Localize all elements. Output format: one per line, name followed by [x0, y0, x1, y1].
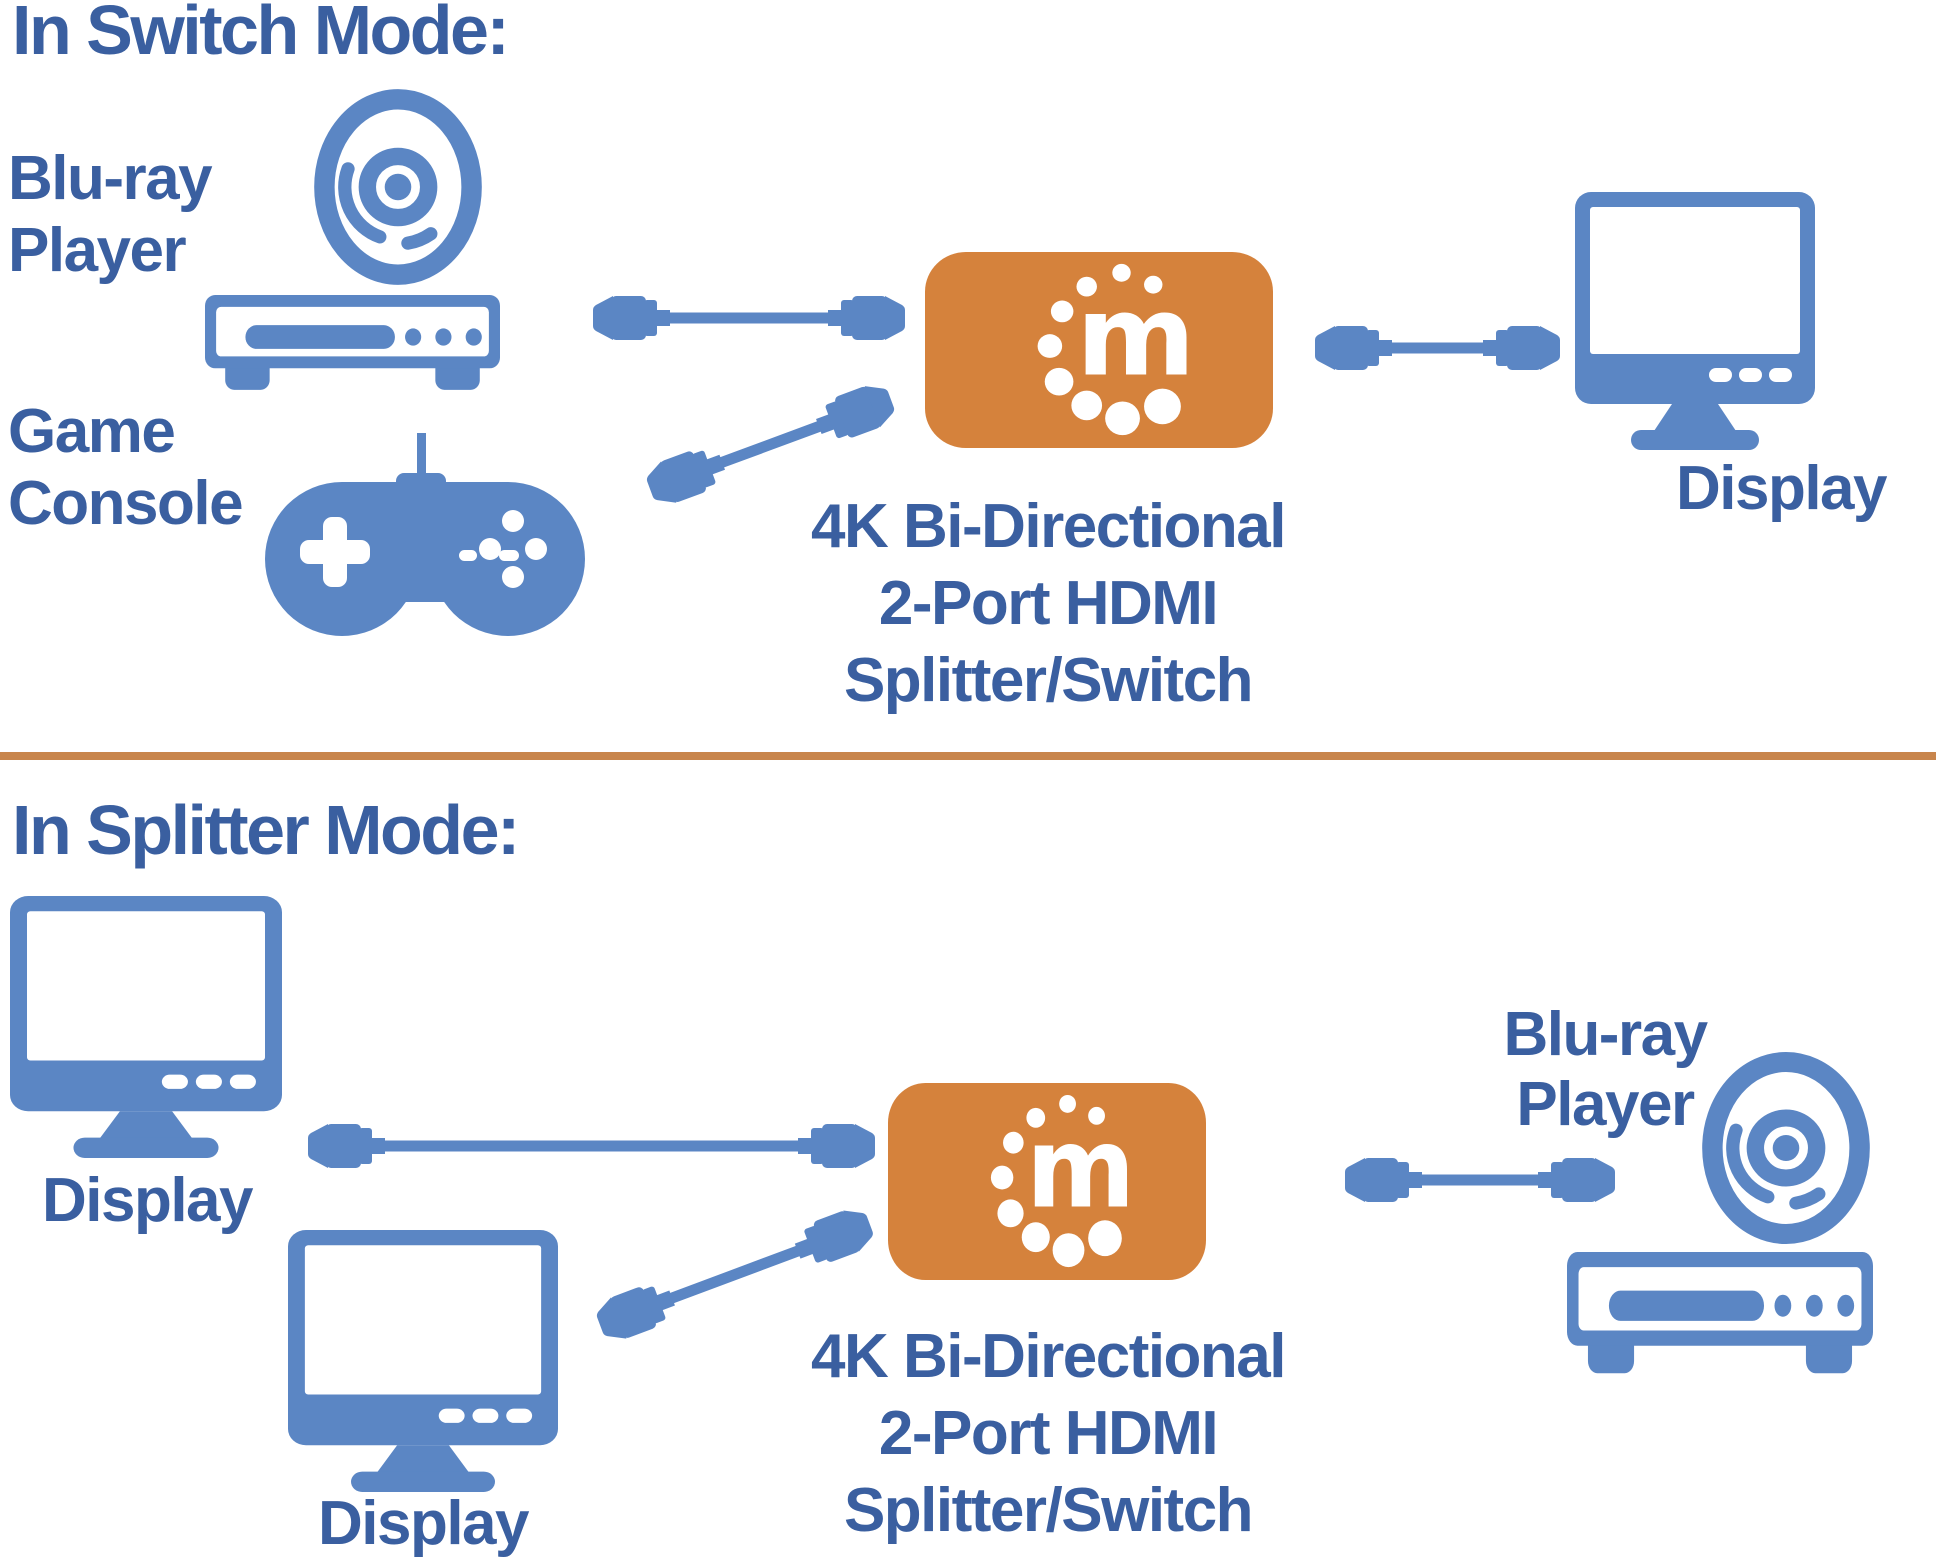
device-title-line2: 2-Port HDMI — [878, 569, 1219, 638]
hdmi-cable-icon — [593, 296, 905, 340]
device-title: 4K Bi-Directional 2-Port HDMI Splitter/S… — [788, 1318, 1308, 1549]
splitter-switch-box — [888, 1083, 1206, 1280]
display-icon — [1575, 192, 1815, 454]
bluray-player-label-line2: Player — [8, 216, 187, 285]
hdmi-cable-icon — [308, 1124, 875, 1168]
display-icon — [10, 896, 282, 1162]
display-label: Display — [317, 1489, 530, 1558]
device-title: 4K Bi-Directional 2-Port HDMI Splitter/S… — [788, 488, 1308, 719]
blu-ray-disc-icon — [1694, 1043, 1878, 1253]
manhattan-logo — [888, 1083, 1206, 1280]
game-console-icon — [260, 428, 590, 640]
bluray-player-label-line2: Player — [1516, 1070, 1695, 1139]
hdmi-cable-icon — [592, 1203, 878, 1345]
blu-ray-player-icon — [1567, 1252, 1873, 1376]
bluray-player-label-line1: Blu-ray — [8, 144, 213, 213]
game-console-label-line1: Game — [8, 397, 176, 466]
blu-ray-disc-icon — [306, 80, 490, 294]
display-label: Display — [1675, 454, 1888, 523]
hdmi-cable-icon — [1315, 326, 1560, 370]
section-divider — [0, 752, 1936, 760]
hdmi-cable-icon — [642, 379, 899, 510]
game-console-label: Game Console — [8, 396, 244, 540]
bluray-player-label-line1: Blu-ray — [1503, 1000, 1708, 1069]
splitter-mode-heading: In Splitter Mode: — [12, 791, 520, 869]
device-title-line1: 4K Bi-Directional — [810, 1322, 1287, 1391]
game-console-label-line2: Console — [8, 469, 244, 538]
manhattan-logo — [925, 252, 1273, 448]
blu-ray-player-icon — [205, 295, 500, 392]
hdmi-cable-icon — [1345, 1158, 1615, 1202]
device-title-line3: Splitter/Switch — [843, 646, 1254, 715]
device-title-line2: 2-Port HDMI — [878, 1399, 1219, 1468]
switch-mode-heading: In Switch Mode: — [12, 0, 510, 69]
bluray-player-label: Blu-ray Player — [1455, 1000, 1755, 1140]
display-icon — [288, 1230, 558, 1496]
device-title-line1: 4K Bi-Directional — [810, 492, 1287, 561]
device-title-line3: Splitter/Switch — [843, 1476, 1254, 1545]
splitter-switch-box — [925, 252, 1273, 448]
display-label: Display — [41, 1166, 254, 1235]
bluray-player-label: Blu-ray Player — [8, 143, 213, 287]
